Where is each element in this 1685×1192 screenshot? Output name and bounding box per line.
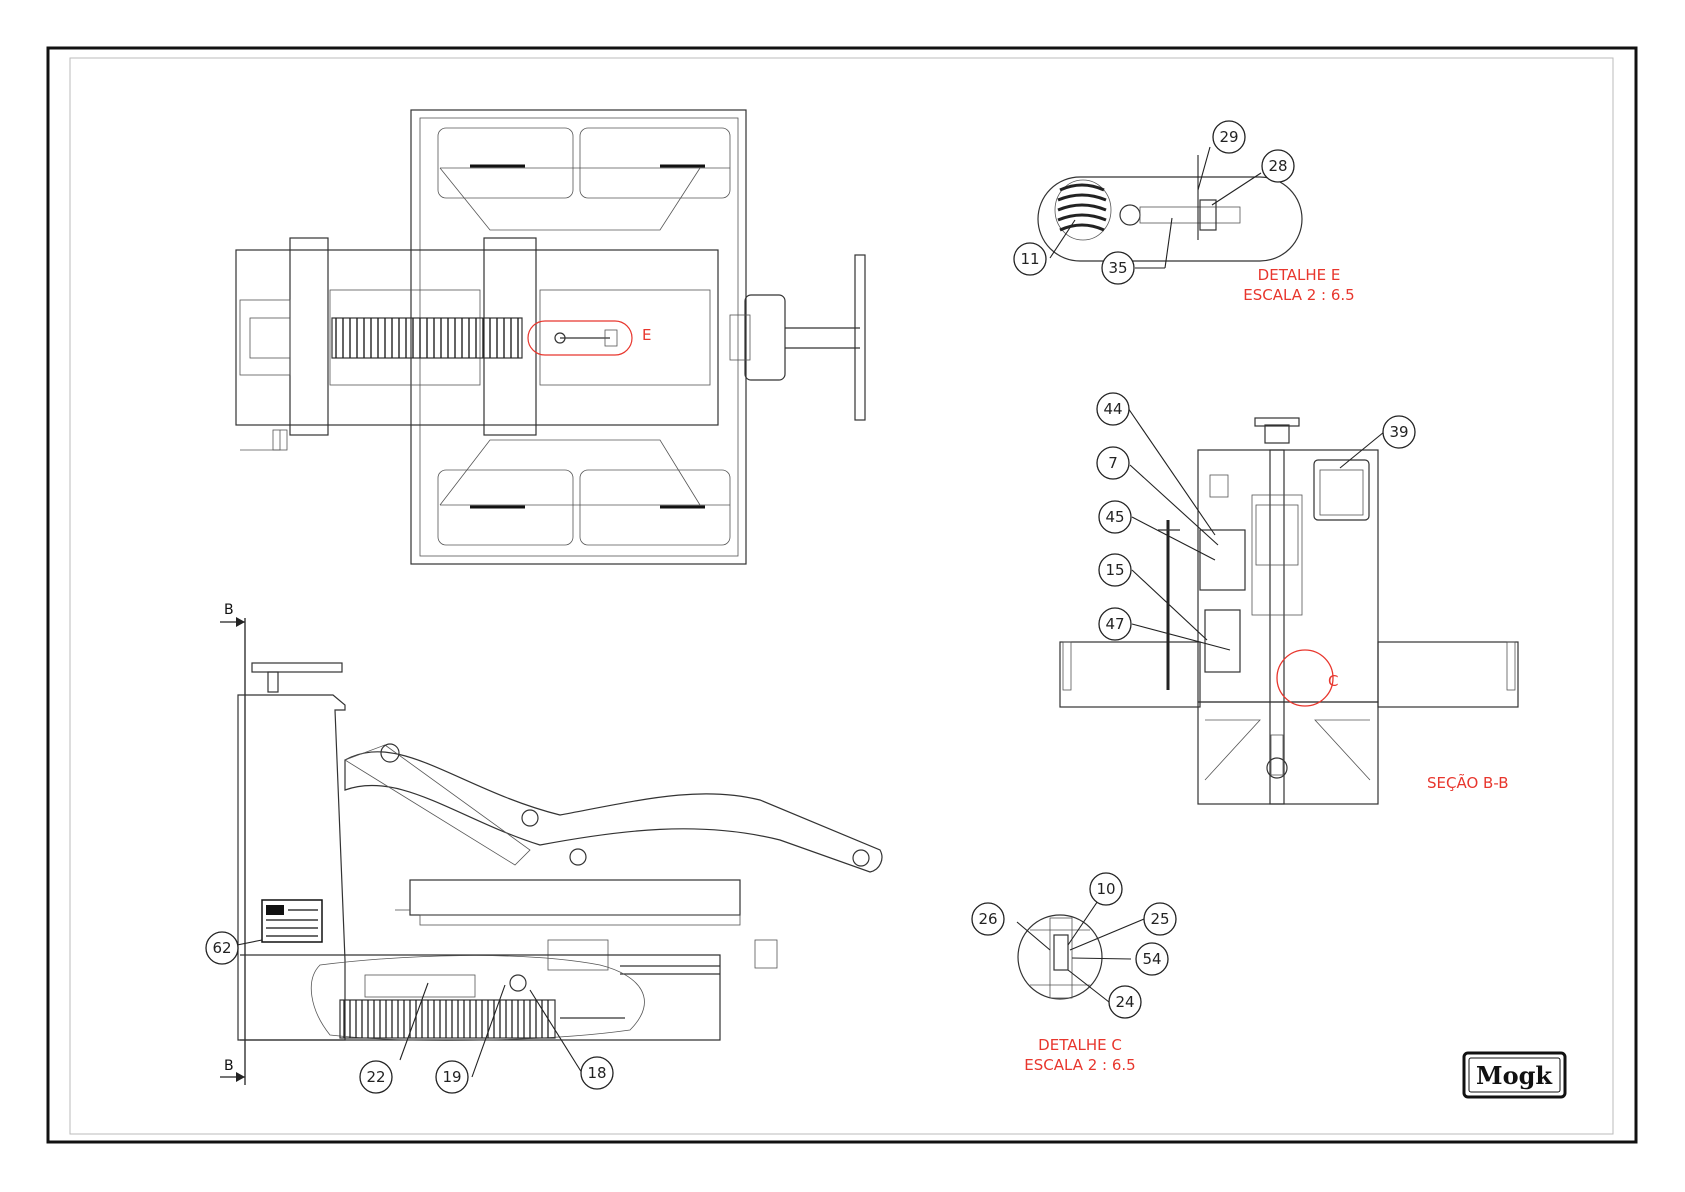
balloon-35: 35 bbox=[1102, 252, 1134, 284]
balloon-11: 11 bbox=[1014, 243, 1046, 275]
balloon-54: 54 bbox=[1136, 943, 1168, 975]
balloon-19: 19 bbox=[436, 1061, 468, 1093]
svg-text:25: 25 bbox=[1150, 910, 1169, 928]
detail-c-title: DETALHE C bbox=[1038, 1036, 1122, 1054]
svg-text:26: 26 bbox=[978, 910, 997, 928]
balloon-22: 22 bbox=[360, 1061, 392, 1093]
svg-text:47: 47 bbox=[1105, 615, 1124, 633]
balloon-24: 24 bbox=[1109, 986, 1141, 1018]
balloon-29: 29 bbox=[1213, 121, 1245, 153]
balloon-7: 7 bbox=[1097, 447, 1129, 479]
svg-text:54: 54 bbox=[1142, 950, 1161, 968]
svg-text:22: 22 bbox=[366, 1068, 385, 1086]
svg-text:19: 19 bbox=[442, 1068, 461, 1086]
svg-text:11: 11 bbox=[1020, 250, 1039, 268]
balloon-47: 47 bbox=[1099, 608, 1131, 640]
svg-text:29: 29 bbox=[1219, 128, 1238, 146]
outer-frame bbox=[48, 48, 1636, 1142]
svg-text:45: 45 bbox=[1105, 508, 1124, 526]
balloon-26: 26 bbox=[972, 903, 1004, 935]
svg-text:7: 7 bbox=[1108, 454, 1118, 472]
balloon-25: 25 bbox=[1144, 903, 1176, 935]
detail-e-title: DETALHE E bbox=[1258, 266, 1341, 284]
svg-text:35: 35 bbox=[1108, 259, 1127, 277]
section-mark-bottom: B bbox=[224, 1058, 234, 1074]
mogk-logo: Mogk bbox=[1464, 1053, 1565, 1097]
svg-text:28: 28 bbox=[1268, 157, 1287, 175]
balloon-45: 45 bbox=[1099, 501, 1131, 533]
svg-text:24: 24 bbox=[1115, 993, 1134, 1011]
detail-c-marker: C bbox=[1328, 672, 1338, 690]
detail-e-marker: E bbox=[642, 326, 651, 344]
svg-text:62: 62 bbox=[212, 939, 231, 957]
detail-e-scale: ESCALA 2 : 6.5 bbox=[1243, 286, 1354, 304]
svg-text:18: 18 bbox=[587, 1064, 606, 1082]
detail-c-scale: ESCALA 2 : 6.5 bbox=[1024, 1056, 1135, 1074]
svg-text:15: 15 bbox=[1105, 561, 1124, 579]
balloon-44: 44 bbox=[1097, 393, 1129, 425]
balloon-39: 39 bbox=[1383, 416, 1415, 448]
section-mark-top: B bbox=[224, 602, 234, 618]
balloon-62: 62 bbox=[206, 932, 238, 964]
balloon-10: 10 bbox=[1090, 873, 1122, 905]
balloon-15: 15 bbox=[1099, 554, 1131, 586]
balloon-28: 28 bbox=[1262, 150, 1294, 182]
section-title: SEÇÃO B-B bbox=[1427, 773, 1509, 792]
svg-text:44: 44 bbox=[1103, 400, 1122, 418]
logo-text: Mogk bbox=[1476, 1061, 1553, 1090]
svg-text:39: 39 bbox=[1389, 423, 1408, 441]
balloon-18: 18 bbox=[581, 1057, 613, 1089]
svg-text:10: 10 bbox=[1096, 880, 1115, 898]
